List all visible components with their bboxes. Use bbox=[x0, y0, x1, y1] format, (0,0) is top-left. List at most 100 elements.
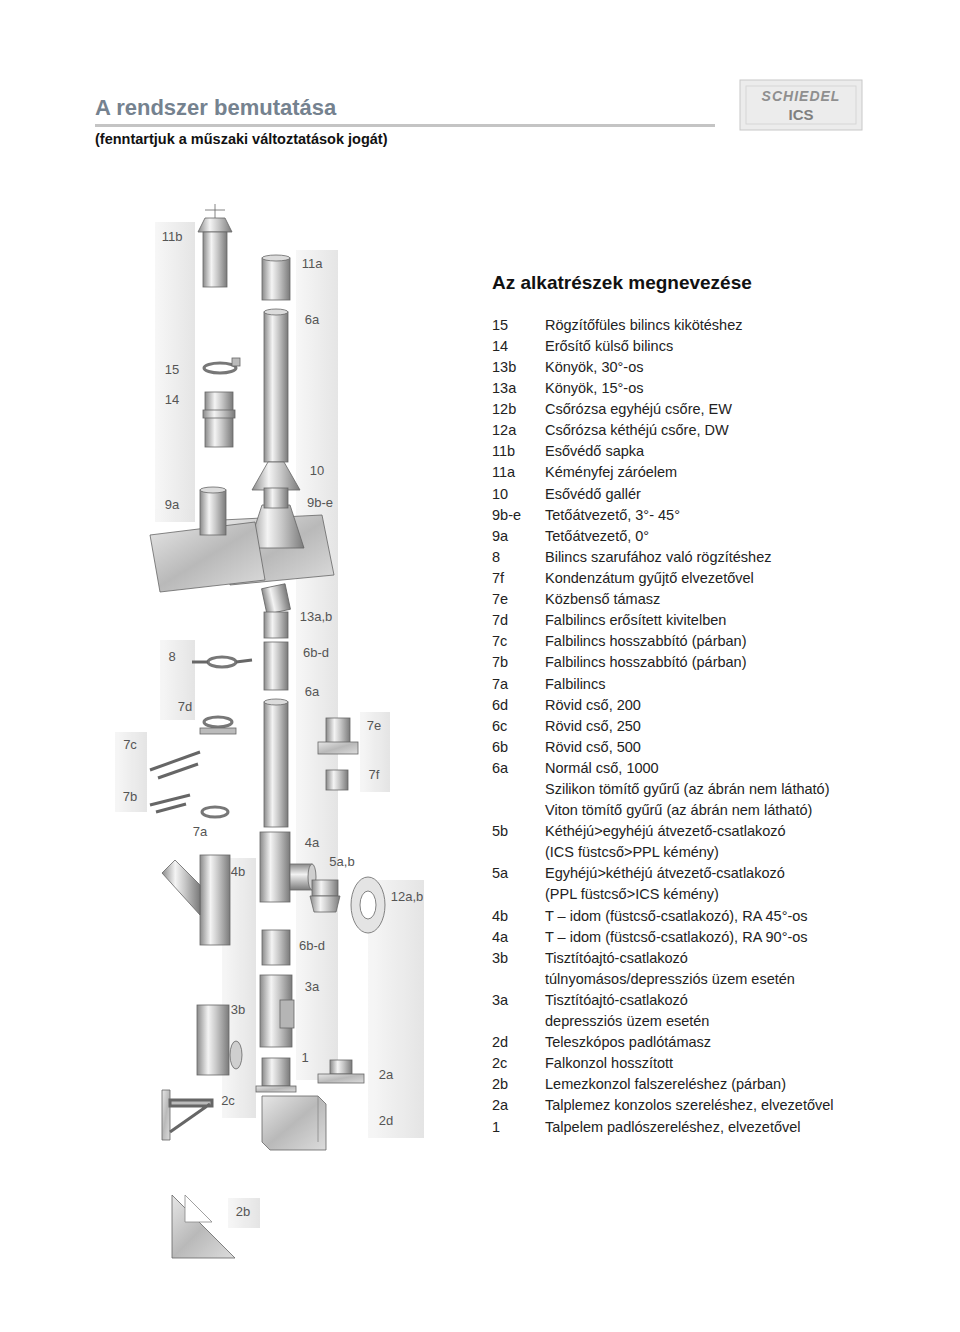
part-code: 7d bbox=[492, 612, 508, 629]
part-description: Falbilincs bbox=[545, 676, 605, 693]
callout-number: 7d bbox=[178, 699, 192, 715]
part-code: 9b-e bbox=[492, 507, 521, 524]
part-description: Rögzítőfüles bilincs kikötéshez bbox=[545, 317, 742, 334]
part-description: Esővédő sapka bbox=[545, 443, 644, 460]
part-description: Közbenső támasz bbox=[545, 591, 660, 608]
part-description: Teleszkópos padlótámasz bbox=[545, 1034, 711, 1051]
part-description: Rövid cső, 250 bbox=[545, 718, 641, 735]
part-description: Falbilincs erősített kivitelben bbox=[545, 612, 726, 629]
part-description: Normál cső, 1000 bbox=[545, 760, 659, 777]
part-description: Kéményfej záróelem bbox=[545, 464, 677, 481]
part-description: Talplemez konzolos szereléshez, elvezető… bbox=[545, 1097, 834, 1114]
part-description: depressziós üzem esetén bbox=[545, 1013, 709, 1030]
part-description: Falkonzol hosszított bbox=[545, 1055, 673, 1072]
callout-number: 7a bbox=[193, 824, 207, 840]
callout-number: 7c bbox=[123, 737, 137, 753]
part-code: 2d bbox=[492, 1034, 508, 1051]
part-description: Kondenzátum gyűjtő elvezetővel bbox=[545, 570, 754, 587]
callout-number: 12a,b bbox=[391, 889, 424, 905]
callout-number: 13a,b bbox=[300, 609, 333, 625]
part-code: 13a bbox=[492, 380, 516, 397]
list-heading: Az alkatrészek megnevezése bbox=[492, 272, 752, 295]
part-code: 12b bbox=[492, 401, 516, 418]
main-column bbox=[222, 255, 334, 1150]
part-code: 2b bbox=[492, 1076, 508, 1093]
callout-number: 2a bbox=[379, 1067, 393, 1083]
callout-number: 11b bbox=[162, 229, 183, 245]
callout-number: 6a bbox=[305, 312, 319, 328]
part-code: 9a bbox=[492, 528, 508, 545]
callout-number: 15 bbox=[165, 362, 179, 378]
part-description: Tetőátvezető, 3°- 45° bbox=[545, 507, 680, 524]
part-code: 8 bbox=[492, 549, 500, 566]
callout-number: 14 bbox=[165, 392, 179, 408]
part-code: 7b bbox=[492, 654, 508, 671]
part-description: Könyök, 15°-os bbox=[545, 380, 644, 397]
logo-text: ICS bbox=[788, 106, 813, 124]
callout-number: 11a bbox=[302, 256, 323, 272]
part-description: Falbilincs hosszabbító (párban) bbox=[545, 633, 747, 650]
part-description: Esővédő gallér bbox=[545, 486, 641, 503]
part-description: Tisztítóajtó-csatlakozó bbox=[545, 950, 688, 967]
left-column bbox=[150, 204, 265, 1258]
part-code: 7a bbox=[492, 676, 508, 693]
callout-number: 6a bbox=[305, 684, 319, 700]
page-title: A rendszer bemutatása bbox=[95, 95, 336, 121]
part-description: Kéthéjú>egyhéjú átvezető-csatlakozó bbox=[545, 823, 786, 840]
part-code: 13b bbox=[492, 359, 516, 376]
part-code: 6d bbox=[492, 697, 508, 714]
part-description: Falbilincs hosszabbító (párban) bbox=[545, 654, 747, 671]
part-description: Rövid cső, 200 bbox=[545, 697, 641, 714]
callout-number: 7f bbox=[369, 767, 380, 783]
part-description: Csőrózsa kéthéjú csőre, DW bbox=[545, 422, 729, 439]
callout-number: 3b bbox=[231, 1002, 245, 1018]
part-code: 6c bbox=[492, 718, 507, 735]
callout-number: 9a bbox=[165, 497, 179, 513]
part-description: Szilikon tömítő gyűrű (az ábrán nem láth… bbox=[545, 781, 830, 798]
part-description: T – idom (füstcső-csatlakozó), RA 90°-os bbox=[545, 929, 808, 946]
part-code: 4a bbox=[492, 929, 508, 946]
part-code: 6b bbox=[492, 739, 508, 756]
part-code: 3b bbox=[492, 950, 508, 967]
callout-number: 7e bbox=[367, 718, 381, 734]
callout-number: 5a,b bbox=[329, 854, 354, 870]
logo-text: SCHIEDEL bbox=[762, 88, 841, 105]
part-code: 2c bbox=[492, 1055, 507, 1072]
part-code: 14 bbox=[492, 338, 508, 355]
part-description: Viton tömítő gyűrű (az ábrán nem látható… bbox=[545, 802, 812, 819]
part-description: (ICS füstcső>PPL kémény) bbox=[545, 844, 719, 861]
part-description: Erősítő külső bilincs bbox=[545, 338, 673, 355]
part-code: 12a bbox=[492, 422, 516, 439]
part-code: 7f bbox=[492, 570, 504, 587]
callout-number: 6b-d bbox=[303, 645, 329, 661]
part-code: 7c bbox=[492, 633, 507, 650]
part-description: Bilincs szarufához való rögzítéshez bbox=[545, 549, 771, 566]
part-code: 11a bbox=[492, 464, 515, 481]
part-description: Rövid cső, 500 bbox=[545, 739, 641, 756]
label-bands bbox=[115, 222, 424, 1228]
callout-number: 9b-e bbox=[307, 495, 333, 511]
part-description: T – idom (füstcső-csatlakozó), RA 45°-os bbox=[545, 908, 808, 925]
callout-number: 4b bbox=[231, 864, 245, 880]
callout-number: 3a bbox=[305, 979, 319, 995]
callout-number: 1 bbox=[301, 1050, 308, 1066]
callout-number: 2b bbox=[236, 1204, 250, 1220]
right-parts bbox=[310, 718, 385, 1083]
part-description: Tetőátvezető, 0° bbox=[545, 528, 649, 545]
part-code: 2a bbox=[492, 1097, 508, 1114]
part-description: Talpelem padlószereléshez, elvezetővel bbox=[545, 1119, 801, 1136]
subtitle: (fenntartjuk a műszaki változtatások jog… bbox=[95, 131, 387, 148]
part-code: 10 bbox=[492, 486, 508, 503]
part-description: (PPL füstcső>ICS kémény) bbox=[545, 886, 719, 903]
part-code: 3a bbox=[492, 992, 508, 1009]
logo-inner bbox=[746, 86, 856, 124]
part-code: 7e bbox=[492, 591, 508, 608]
callout-number: 10 bbox=[310, 463, 324, 479]
callout-number: 6b-d bbox=[299, 938, 325, 954]
part-description: Lemezkonzol falszereléshez (párban) bbox=[545, 1076, 786, 1093]
callout-number: 7b bbox=[123, 789, 137, 805]
part-description: Tisztítóajtó-csatlakozó bbox=[545, 992, 688, 1009]
part-code: 4b bbox=[492, 908, 508, 925]
part-description: Csőrózsa egyhéjú csőre, EW bbox=[545, 401, 732, 418]
